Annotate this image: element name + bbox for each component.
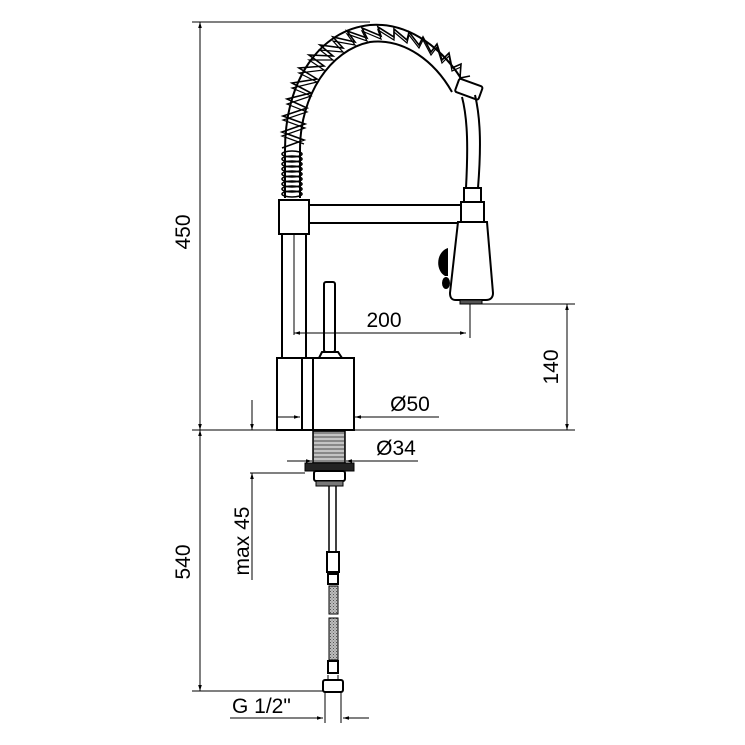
swivel-collar <box>278 199 310 235</box>
label-diameter-50: Ø50 <box>390 393 430 416</box>
spring-coil <box>279 23 471 198</box>
dimension-base-diameter: Ø50 <box>278 393 439 419</box>
dimension-total-height: 450 <box>172 21 370 430</box>
threaded-shank <box>304 430 355 487</box>
supply-hose <box>322 486 344 693</box>
dimension-connection-thread: G 1/2" <box>230 692 369 723</box>
label-diameter-34: Ø34 <box>376 437 416 460</box>
lever-handle <box>317 281 344 359</box>
spout-arm <box>308 204 462 224</box>
dimension-shank-diameter: Ø34 <box>287 437 418 463</box>
label-max-45: max 45 <box>231 507 254 576</box>
label-g-half-inch: G 1/2" <box>232 695 291 718</box>
label-200: 200 <box>366 309 401 332</box>
faucet-base <box>276 357 355 431</box>
label-540: 540 <box>172 544 195 579</box>
dimension-outlet-height: 140 <box>470 303 575 430</box>
dimension-max-counter: max 45 <box>231 400 305 580</box>
dimension-spout-reach: 200 <box>294 304 471 338</box>
label-140: 140 <box>540 349 563 384</box>
sprayer-head <box>438 187 495 305</box>
dimension-hose-length: 540 <box>172 430 323 692</box>
hose-collar <box>454 77 484 101</box>
label-450: 450 <box>172 214 195 249</box>
pull-down-hose <box>461 96 469 189</box>
